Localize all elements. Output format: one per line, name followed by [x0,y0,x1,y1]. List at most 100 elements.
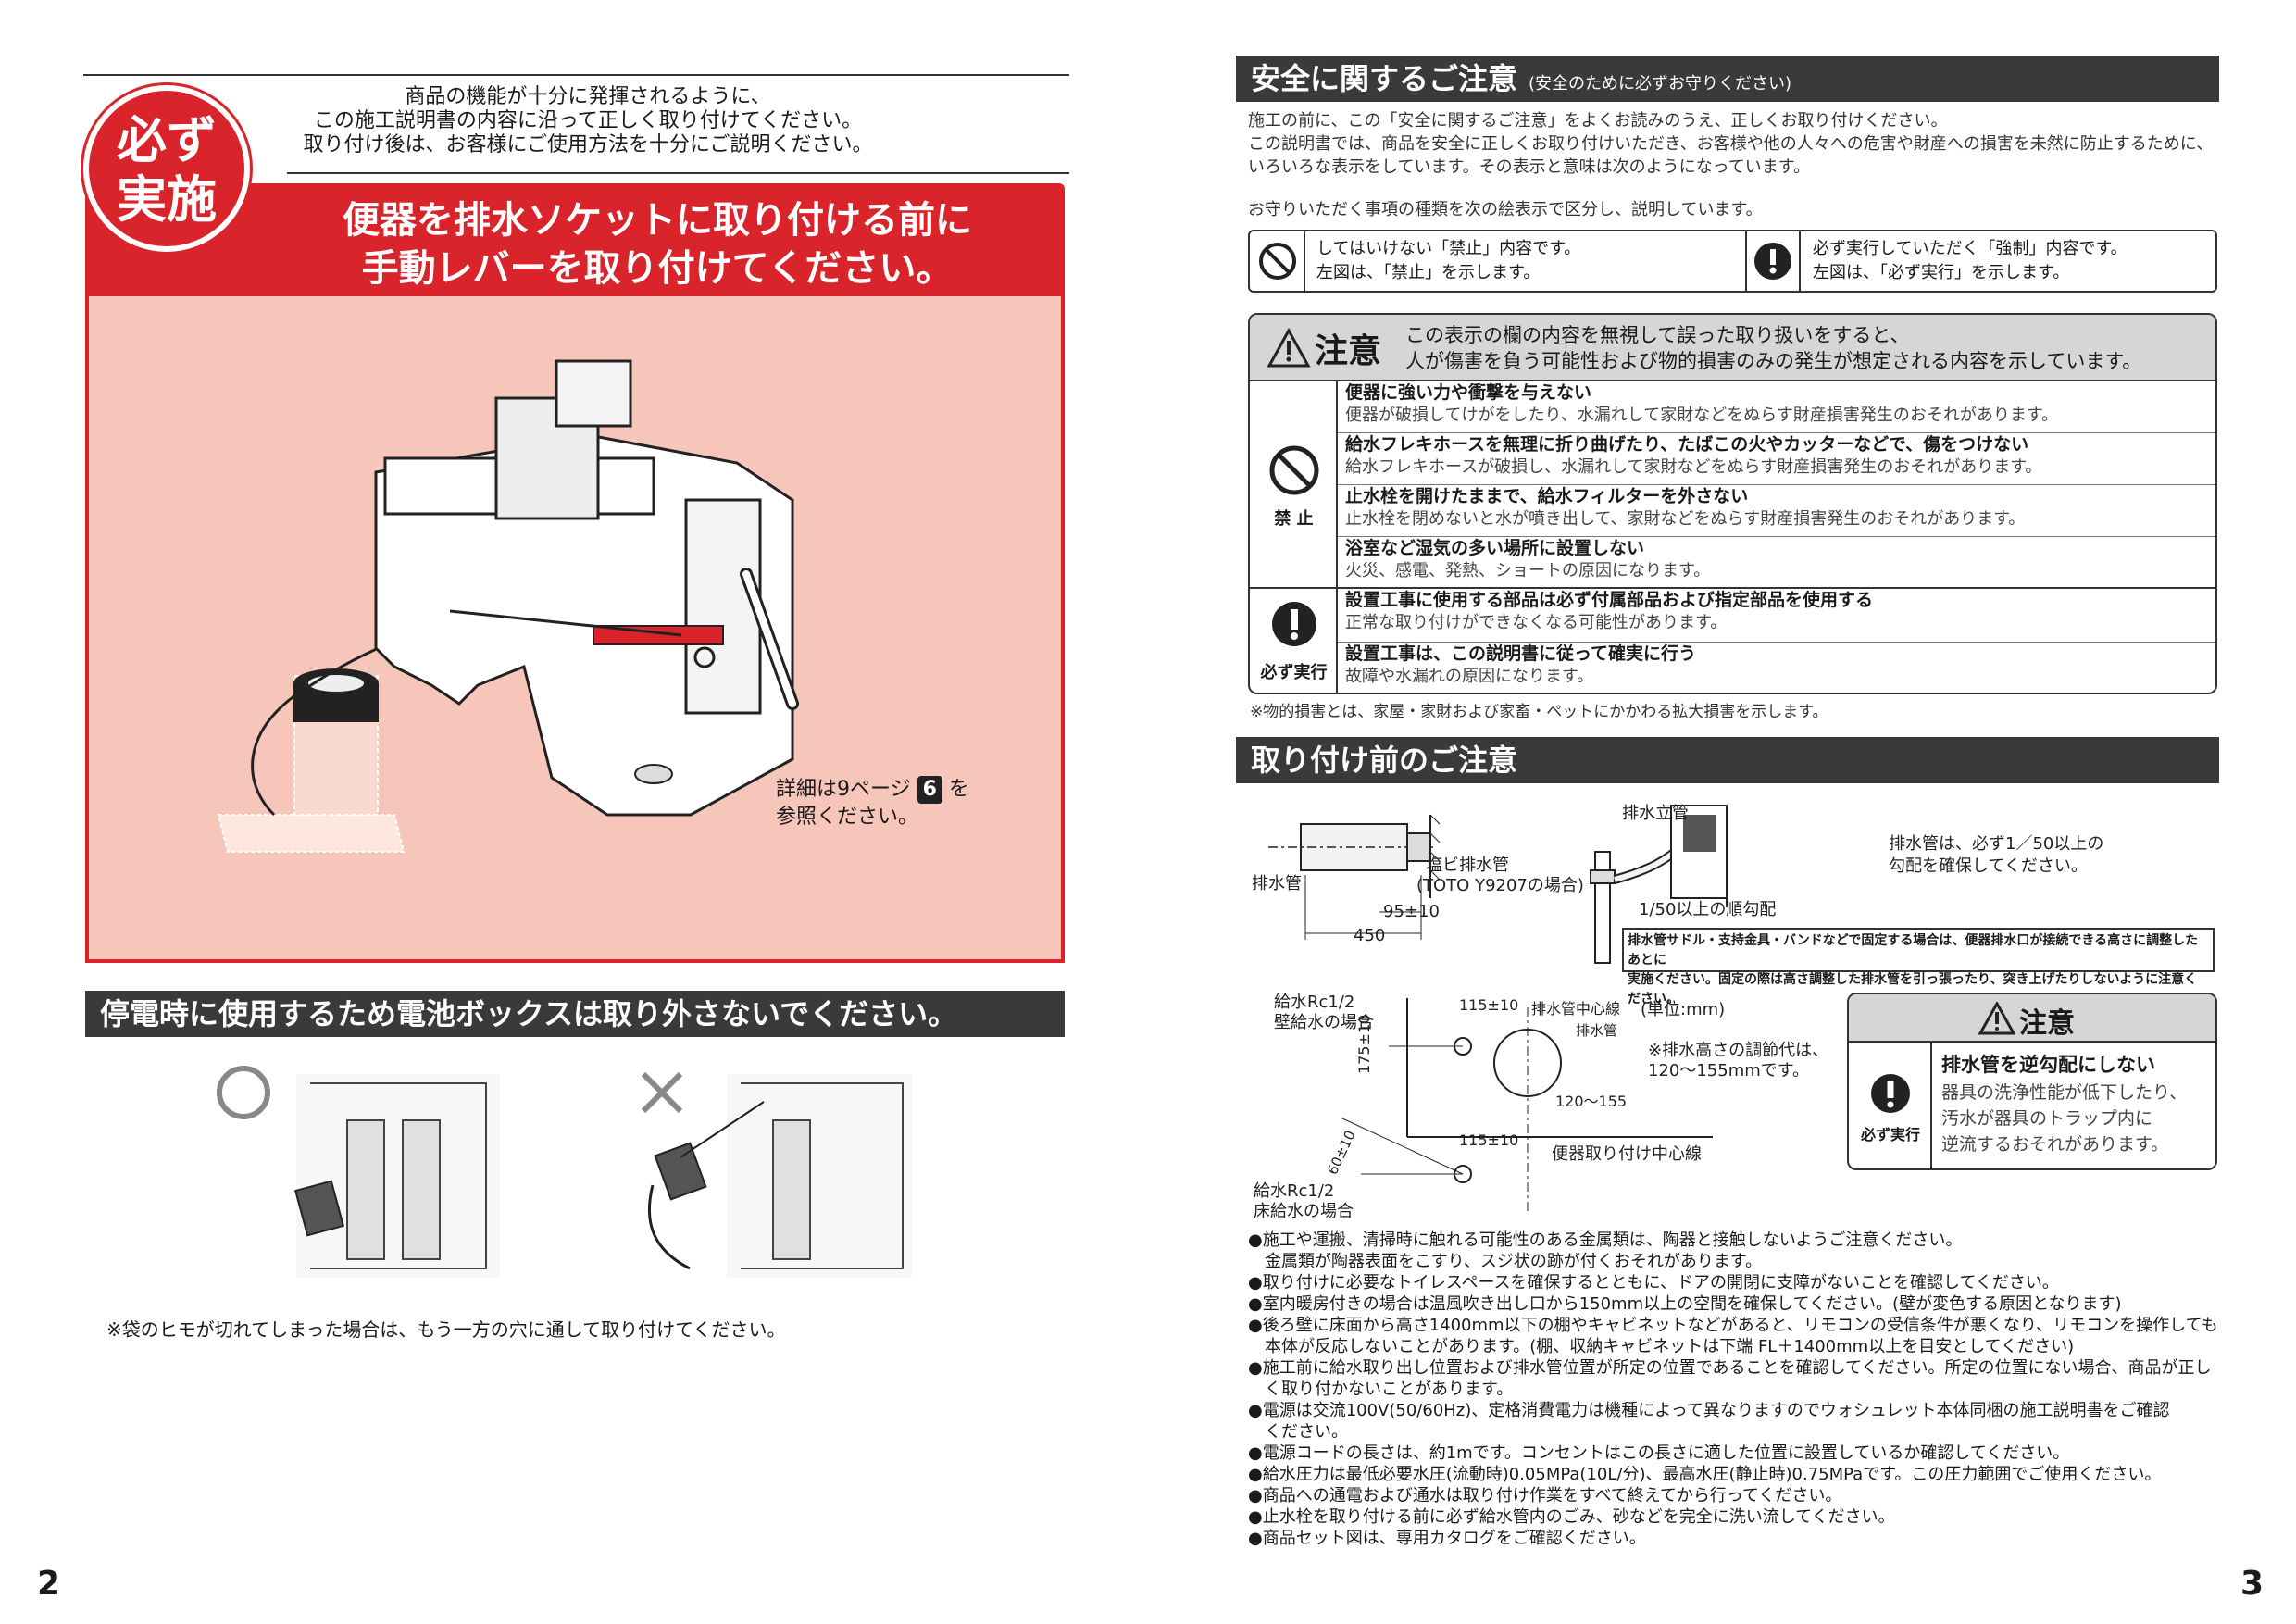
intro-line: 施工の前に、この「安全に関するご注意」をよくお読みのうえ、正しくお取り付けくださ… [1248,111,1948,131]
floor-supply-label: 給水Rc1/2 床給水の場合 [1254,1181,1354,1222]
unit-label: (単位:mm) [1641,1000,1726,1019]
red-heading: 便器を排水ソケットに取り付ける前に 手動レバーを取り付けてください。 [278,196,1037,293]
caution-row: 設置工事は、この説明書に従って確実に行う故障や水漏れの原因になります。 [1338,643,2215,693]
intro-line: この施工説明書の内容に沿って正しく取り付けてください。 [313,109,863,132]
supply-position-diagram [1341,998,1713,1211]
caution-row: 便器に強い力や衝撃を与えない便器が破損してけがをしたり、水漏れして家財などをぬら… [1338,381,2215,433]
list-item: ●給水圧力は最低必要水圧(流動時)0.05MPa(10L/分)、最高水圧(静止時… [1248,1465,2162,1484]
note-line: 排水管は、必ず1／50以上の [1889,834,2104,854]
caution-table: 注意 この表示の欄の内容を無視して誤った取り扱いをすると、 人が傷害を負う可能性… [1248,313,2217,694]
badge-line: 実施 [117,170,217,229]
prohibit-label: 禁 止 [1274,509,1314,529]
height-note: ※排水高さの調節代は、 120～155mmです。 [1648,1041,1828,1081]
prohibit-description: してはいけない「禁止」内容です。 左図は、「禁止」を示します。 [1316,237,1580,285]
safety-intro: 施工の前に、この「安全に関するご注意」をよくお読みのうえ、正しくお取り付けくださ… [1248,109,2215,179]
label-line: 給水Rc1/2 [1254,1181,1335,1201]
dimension-115-top: 115±10 [1459,996,1519,1014]
symbol-intro: お守りいただく事項の種類を次の絵表示で区分し、説明しています。 [1248,200,1763,219]
row-title: 便器に強い力や衝撃を与えない [1345,382,1592,403]
label-line: 床給水の場合 [1254,1202,1354,1221]
drain-pipe-label: 排水管 [1252,874,1302,893]
note-line: ※排水高さの調節代は、 [1648,1041,1829,1060]
prohibit-icon [1269,445,1319,495]
mandatory-side-cell: 必ず実行 [1849,1043,1932,1168]
row-text: 便器が破損してけがをしたり、水漏れして家財などをぬらす財産損害発生のおそれがあり… [1345,406,2059,425]
list-item: く取り付かないことがあります。 [1248,1380,1514,1399]
battery-heading: 停電時に使用するため電池ボックスは取り外さないでください。 [85,991,1065,1037]
text-line: 逆流するおそれがあります。 [1941,1134,2169,1155]
must-do-badge: 必ず 実施 [83,85,250,252]
slope-note: 排水管は、必ず1／50以上の 勾配を確保してください。 [1889,833,2103,878]
dimension-120-155: 120～155 [1555,1093,1628,1110]
caution2-head: 排水管を逆勾配にしない [1941,1054,2155,1076]
caution-row: 給水フレキホースを無理に折り曲げたり、たばこの火やカッターなどで、傷をつけない給… [1338,433,2215,485]
intro-line: 商品の機能が十分に発揮されるように、 [405,85,771,108]
row-text: 止水栓を閉めないと水が噴き出して、家財などをぬらす財産損害発生のおそれがあります… [1345,509,2026,529]
list-item: 金属類が陶器表面をこすり、スジ状の跡が付くおそれがあります。 [1248,1252,1763,1271]
desc-line: 人が傷害を負う可能性および物的損害のみの発生が想定される内容を示しています。 [1405,350,2142,372]
drain-center-label: 排水管中心線 [1531,1000,1621,1018]
prohibit-side-cell: 禁 止 [1250,381,1338,589]
row-text: 故障や水漏れの原因になります。 [1345,667,1594,686]
mandatory-icon [1272,602,1316,646]
battery-box-illustration [217,1066,912,1278]
pvc-pipe-label: 塩ビ排水管 [1426,856,1509,875]
caution-row: 設置工事に使用する部品は必ず付属部品および指定部品を使用する正常な取り付けができ… [1338,589,2215,643]
caution-header: 注意 この表示の欄の内容を無視して誤った取り扱いをすると、 人が傷害を負う可能性… [1250,315,2215,381]
heading-line: 手動レバーを取り付けてください。 [361,247,954,290]
label-line: 壁給水の場合 [1274,1013,1374,1032]
caution-box-slope: 注意 必ず実行 排水管を逆勾配にしない 器具の洗浄性能が低下したり、 汚水が器具… [1847,993,2217,1170]
illustration-panel [85,296,1065,963]
desc-line: この表示の欄の内容を無視して誤った取り扱いをすると、 [1405,324,1910,346]
slope-label: 1/50以上の順勾配 [1639,900,1777,919]
ok-circle-icon [217,1066,270,1119]
wall-supply-label: 給水Rc1/2 壁給水の場合 [1274,993,1374,1033]
prohibit-icon [1259,243,1296,280]
list-item: ●取り付けに必要なトイレスペースを確保するとともに、ドアの開閉に支障がないことを… [1248,1273,2059,1293]
caution-title: 注意 [1315,332,1382,370]
text-line: 汚水が器具のトラップ内に [1941,1108,2153,1129]
property-note: ※物的損害とは、家屋・家財および家畜・ペットにかかわる拡大損害を示します。 [1250,703,1828,721]
prohibit-icon-cell [1250,231,1305,291]
desc-line: 左図は、「必ず実行」を示します。 [1813,263,2070,282]
intro-line: いろいろな表示をしています。その表示と意味は次のようになっています。 [1248,157,1810,177]
note-line: 勾配を確保してください。 [1889,856,2088,876]
warning-triangle-icon [1978,1002,2015,1035]
ng-cross-icon [641,1071,683,1114]
detail-prefix: 詳細は9ページ [776,778,911,801]
mandatory-icon [1754,243,1791,280]
list-item: ●後ろ壁に床面から高さ1400mm以下の棚やキャビネットなどがあると、リモコンの… [1248,1316,2218,1335]
caution2-title: 注意 [2019,1007,2075,1040]
detail-suffix: を [948,778,969,801]
text-line: 器具の洗浄性能が低下したり、 [1941,1082,2188,1103]
mandatory-description: 必ず実行していただく「強制」内容です。 左図は、「必ず実行」を示します。 [1813,237,2128,285]
note-line: 排水管サドル・支持金具・バンドなどで固定する場合は、便器排水口が接続できる高さに… [1628,933,2199,968]
mandatory-icon [1871,1074,1910,1113]
toilet-tank-illustration [217,359,799,853]
page-number-right: 3 [2240,1565,2265,1603]
dimension-95: 95±10 [1383,902,1440,921]
caution-row: 止水栓を開けたままで、給水フィルターを外さない止水栓を閉めないと水が噴き出して、… [1338,485,2215,537]
badge-line: 必ず [117,111,217,169]
dimension-450: 450 [1354,926,1386,945]
caution-description: この表示の欄の内容を無視して誤った取り扱いをすると、 人が傷害を負う可能性および… [1405,322,2141,374]
list-item: ●室内暖房付きの場合は温風吹き出し口から150mm以上の空間を確保してください。… [1248,1294,2122,1314]
desc-line: 必ず実行していただく「強制」内容です。 [1813,239,2128,258]
list-item: ●止水栓を取り付ける前に必ず給水管内のごみ、砂などを完全に洗い流してください。 [1248,1507,1895,1527]
mandatory-icon-cell [1745,231,1801,291]
list-item: ●施工前に給水取り出し位置および排水管位置が所定の位置であることを確認してくださ… [1248,1358,2212,1378]
row-title: 設置工事は、この説明書に従って確実に行う [1345,643,1697,664]
intro-line: 取り付け後は、お客様にご使用方法を十分にご説明ください。 [303,133,873,156]
caution2-header: 注意 [1849,994,2215,1043]
list-item: ●電源は交流100V(50/60Hz)、定格消費電力は機種によって異なりますので… [1248,1401,2170,1420]
caution-row: 浴室など湿気の多い場所に設置しない火災、感電、発熱、ショートの原因になります。 [1338,537,2215,589]
toto-label: (TOTO Y9207の場合) [1416,876,1584,895]
row-text: 火災、感電、発熱、ショートの原因になります。 [1345,561,1711,581]
rule [287,172,1069,174]
detail-line2: 参照ください。 [776,806,919,829]
safety-heading: 安全に関するご注意(安全のために必ずお守りください) [1236,56,2219,102]
red-heading-bar [85,183,1065,296]
page-number-left: 2 [37,1565,61,1603]
list-item: ●商品への通電および通水は取り付け作業をすべて終えてから行ってください。 [1248,1486,1842,1505]
warning-triangle-icon [1267,328,1311,368]
